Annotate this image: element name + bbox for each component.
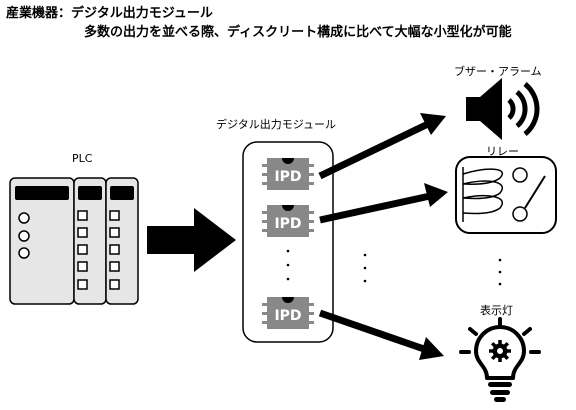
ipd-chip-3: IPD [262,297,314,329]
relay-label: リレー [486,145,519,158]
arrow-to-relay [424,183,448,207]
diagram-subtitle: 多数の出力を並べる際、ディスクリート構成に比べて大幅な小型化が可能 [84,25,512,40]
plc-module-io-2 [105,177,139,305]
plc-io2-terminals [109,210,120,290]
arrow-to-buzzer [420,113,446,135]
buzzer-label: ブザー・アラーム [454,65,542,78]
module-label: デジタル出力モジュール [216,118,337,131]
ipd-chip-1: IPD [262,158,314,190]
ipd-chip-3-label: IPD [274,308,301,324]
plc-io1-display [78,186,102,200]
ipd-chip-ellipsis [286,249,290,281]
plc-label: PLC [72,152,93,165]
plc-display [15,186,69,200]
gear-icon [489,340,511,362]
plc-unit [9,177,139,305]
output-ellipsis [498,258,502,286]
ipd-chip-2: IPD [262,205,314,237]
plc-led-2 [18,230,30,242]
digital-output-module: IPD IPD IPD [242,141,334,343]
plc-io1-terminals [77,210,88,290]
lamp-label: 表示灯 [480,304,513,317]
plc-led-1 [18,212,30,224]
ipd-chip-2-label: IPD [274,216,301,232]
plc-io2-display [110,186,134,200]
plc-to-module-arrow [147,208,236,272]
plc-led-3 [18,247,30,259]
diagram-title: 産業機器：デジタル出力モジュール [6,6,213,21]
relay-icon [455,156,557,234]
arrow-ellipsis [363,253,367,283]
light-bulb-icon [459,317,541,402]
speaker-icon [466,78,540,140]
arrow-to-lamp [419,337,444,360]
ipd-chip-1-label: IPD [274,169,301,185]
